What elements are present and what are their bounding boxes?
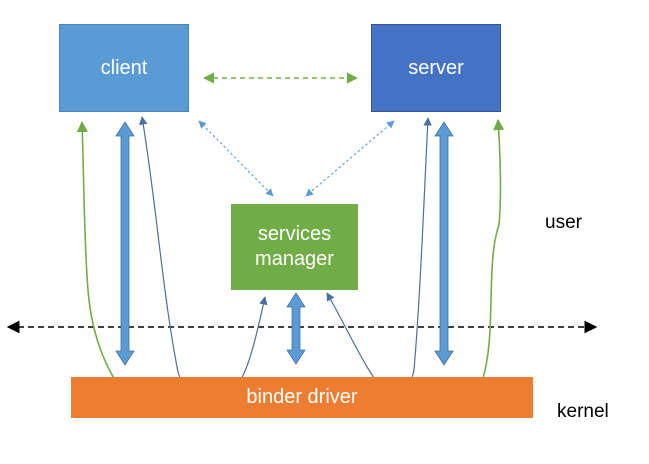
client-label: client	[100, 56, 148, 79]
server-binder-block-arrow	[434, 121, 454, 366]
client-services-arrow	[198, 120, 274, 197]
server-node: server	[371, 24, 501, 112]
server-label: server	[408, 56, 464, 79]
services-binder-block-arrow	[286, 292, 306, 365]
kernel-region-label: kernel	[557, 401, 609, 422]
binder-driver-label: binder driver	[246, 386, 358, 408]
services-manager-label: services manager	[255, 223, 334, 270]
client-node: client	[59, 24, 189, 112]
client-binder-block-arrow	[115, 121, 135, 366]
user-region-label: user	[545, 212, 582, 233]
services-manager-node: services manager	[231, 204, 358, 290]
binder-driver-node: binder driver	[71, 377, 533, 418]
server-services-arrow	[305, 120, 395, 197]
